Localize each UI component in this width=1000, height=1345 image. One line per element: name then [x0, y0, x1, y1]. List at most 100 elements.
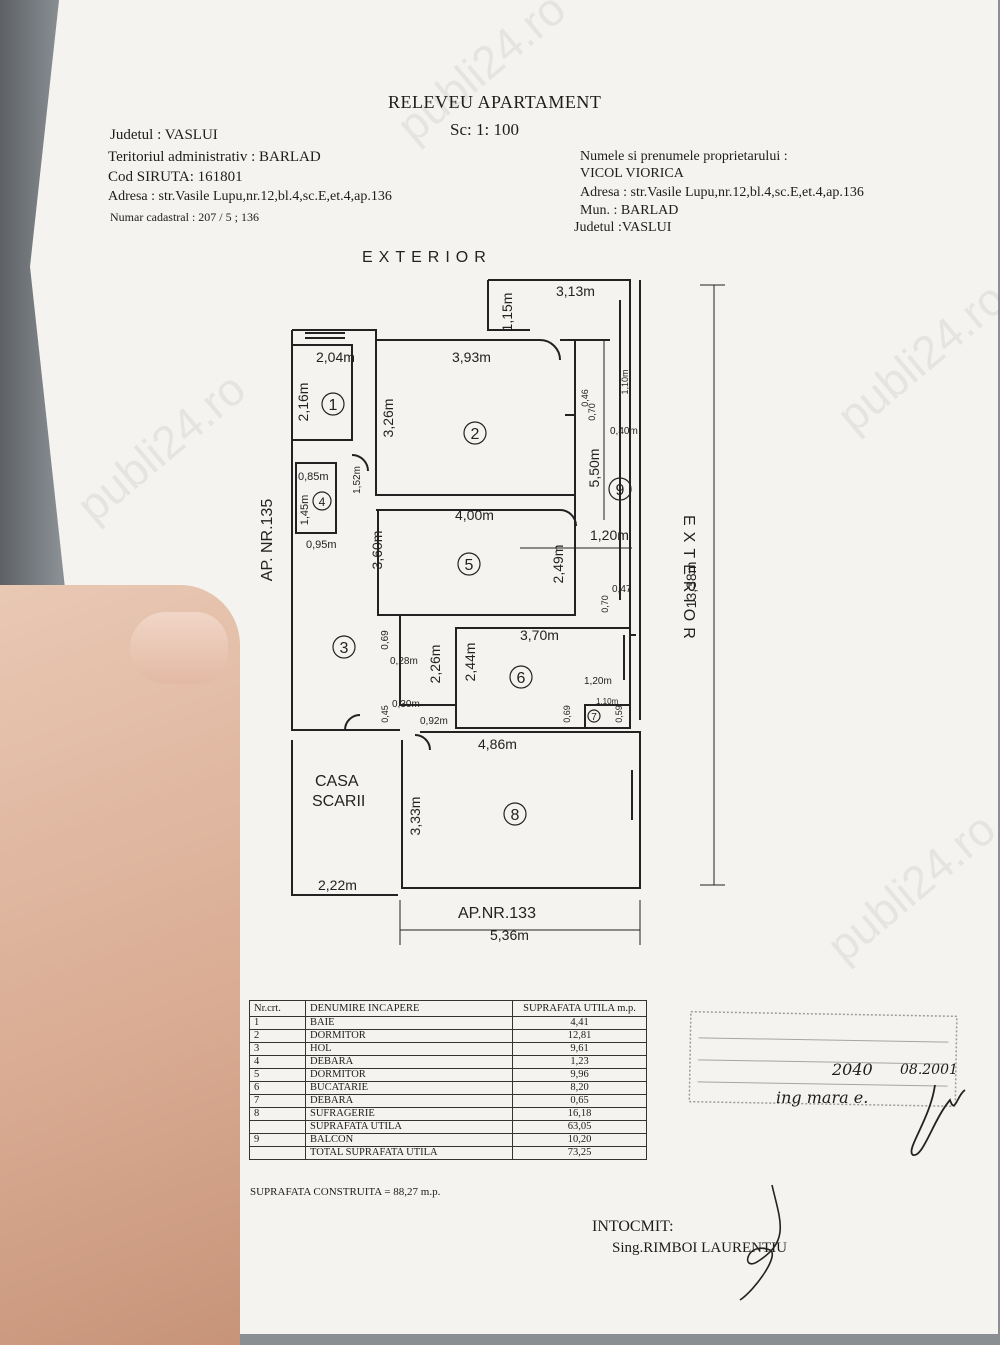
dimension: 5,36m	[490, 927, 529, 943]
room-number: 3	[340, 640, 349, 657]
table-cell	[249, 1146, 306, 1160]
owner-label: Numele si prenumele proprietarului :	[580, 149, 788, 164]
table-cell: 4,41	[512, 1016, 647, 1030]
handwritten-signature	[910, 1084, 966, 1156]
table-cell	[249, 1120, 306, 1134]
dimension: 2,49m	[550, 545, 566, 584]
dimension: 0,47	[612, 584, 632, 595]
dimension-labels: 3,13m 1,15m 2,04m 2,16m 3,93m 3,26m 0,85…	[295, 283, 638, 943]
dimension: 4,86m	[478, 736, 517, 752]
dimension: 1,20m	[590, 527, 629, 543]
dimension: 0,95m	[306, 539, 337, 551]
plan-walls	[291, 279, 641, 896]
dimension: 0,92m	[420, 716, 448, 727]
table-cell: 16,18	[512, 1107, 647, 1121]
floor-plan: 1 2 3 4 5 6 7 8 9 EXTERIOR EXTERIOR AP. …	[259, 249, 725, 945]
room-number: 5	[465, 557, 474, 574]
table-cell: BALCON	[305, 1133, 513, 1147]
column-header: SUPRAFATA UTILA m.p.	[512, 1000, 647, 1017]
owner-address: Adresa : str.Vasile Lupu,nr.12,bl.4,sc.E…	[580, 185, 864, 200]
table-cell: 7	[249, 1094, 306, 1108]
dimension: 0,69	[380, 630, 391, 650]
table-cell: SUPRAFATA UTILA	[305, 1120, 513, 1134]
table-header-row: Nr.crt. DENUMIRE INCAPERE SUPRAFATA UTIL…	[249, 1000, 647, 1017]
room-number: 6	[517, 670, 526, 687]
dimension: 3,70m	[520, 627, 559, 643]
dimension: 2,04m	[316, 349, 355, 365]
dimension: 4,00m	[455, 507, 494, 523]
thumb-nail	[130, 612, 228, 684]
siruta-line: Cod SIRUTA: 161801	[108, 169, 243, 185]
table-cell: 1,23	[512, 1055, 647, 1069]
table-cell: 10,20	[512, 1133, 647, 1147]
handwritten-name: ing mara e.	[776, 1088, 869, 1107]
dimension: 0,70	[600, 595, 610, 613]
dimension: 0,45	[380, 705, 390, 723]
total-height-dimension: 13,38m	[683, 562, 699, 609]
table-cell: DEBARA	[305, 1055, 513, 1069]
room-number: 2	[471, 426, 480, 443]
dimension: 3,33m	[407, 797, 423, 836]
stamp-graphic	[688, 1010, 958, 1108]
table-cell: 9,96	[512, 1068, 647, 1082]
dimension-lines	[399, 284, 725, 945]
table-cell: 4	[249, 1055, 306, 1069]
official-stamp	[687, 1010, 959, 1115]
stair-label: SCARII	[312, 793, 365, 810]
table-cell: 3	[249, 1042, 306, 1056]
table-cell: 8	[249, 1107, 306, 1121]
table-cell: SUFRAGERIE	[305, 1107, 513, 1121]
owner-city: Mun. : BARLAD	[580, 203, 679, 218]
owner-name: VICOL VIORICA	[580, 166, 684, 181]
dimension: 1,10m	[620, 369, 630, 394]
dimension: 0,59	[614, 705, 624, 723]
cadastral-line: Numar cadastral : 207 / 5 ; 136	[110, 210, 259, 224]
room-number: 9	[616, 482, 625, 499]
area-table: Nr.crt. DENUMIRE INCAPERE SUPRAFATA UTIL…	[249, 1000, 647, 1160]
dimension: 1,52m	[352, 466, 363, 494]
table-cell: TOTAL SUPRAFATA UTILA	[305, 1146, 513, 1160]
dimension: 5,50m	[586, 449, 602, 488]
dimension: 2,26m	[427, 645, 443, 684]
dimension: 2,22m	[318, 877, 357, 893]
engineer-signature	[739, 1184, 782, 1301]
dimension: 1,10m	[596, 697, 619, 706]
table-cell: 9,61	[512, 1042, 647, 1056]
table-cell: 8,20	[512, 1081, 647, 1095]
room-number: 7	[591, 712, 597, 723]
table-cell: DEBARA	[305, 1094, 513, 1108]
dimension: 0,46	[580, 389, 590, 407]
address-line: Adresa : str.Vasile Lupu,nr.12,bl.4,sc.E…	[108, 189, 392, 204]
table-cell: BAIE	[305, 1016, 513, 1030]
table-cell: 1	[249, 1016, 306, 1030]
handwritten-number: 2040	[832, 1060, 873, 1079]
neighbor-left-label: AP. NR.135	[259, 499, 276, 582]
exterior-top-label: EXTERIOR	[362, 249, 492, 266]
dimension: 1,45m	[299, 495, 311, 526]
owner-county: Judetul :VASLUI	[574, 220, 672, 235]
dimension: 3,93m	[452, 349, 491, 365]
dimension: 0,69	[562, 705, 572, 723]
dimension: 0,70	[587, 403, 597, 421]
dimension: 1,20m	[584, 676, 612, 687]
table-cell: DORMITOR	[305, 1029, 513, 1043]
table-cell: HOL	[305, 1042, 513, 1056]
document-scale: Sc: 1: 100	[450, 120, 519, 139]
dimension: 0,28m	[390, 656, 418, 667]
prepared-by-label: INTOCMIT:	[592, 1218, 674, 1235]
dimension: 3,60m	[369, 531, 385, 570]
table-cell: 2	[249, 1029, 306, 1043]
table-cell: DORMITOR	[305, 1068, 513, 1082]
room-number: 4	[319, 495, 326, 509]
exterior-right-label: EXTERIOR	[680, 515, 697, 645]
room-number: 1	[329, 397, 338, 414]
table-cell: 6	[249, 1081, 306, 1095]
stair-label: CASA	[315, 773, 359, 790]
